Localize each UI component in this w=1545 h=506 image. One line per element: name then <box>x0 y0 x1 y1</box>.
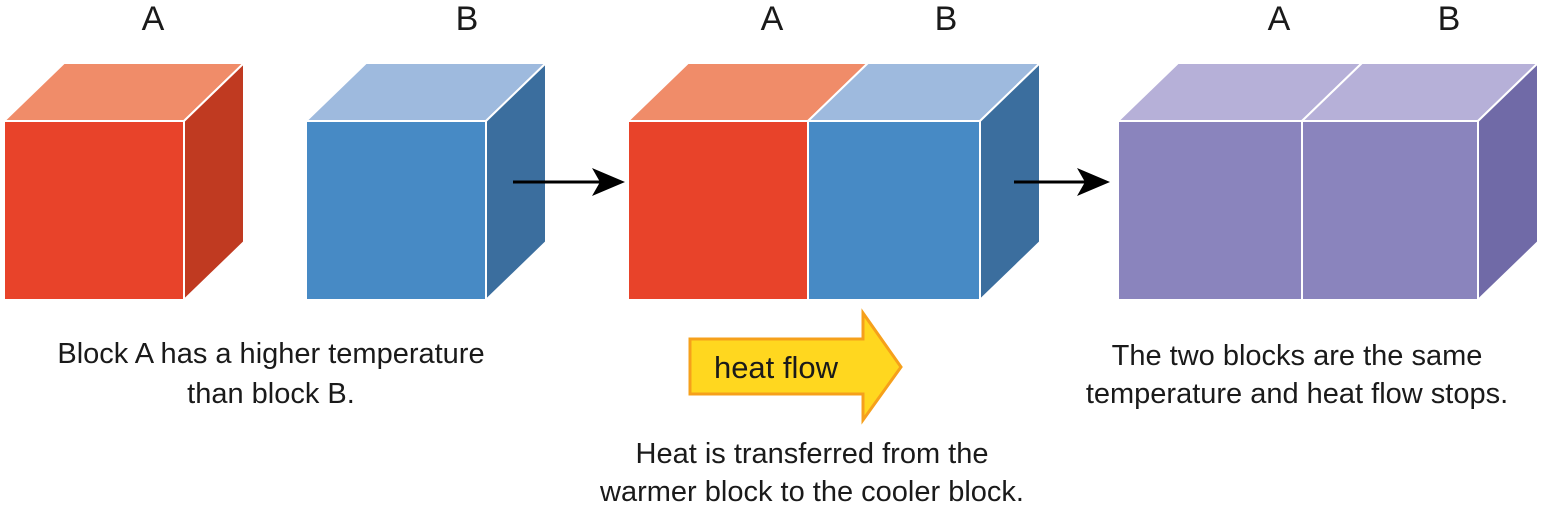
stage3-block-a-label: A <box>1268 0 1291 38</box>
stage1-caption-line1: Block A has a higher temperature <box>57 338 484 370</box>
stage3-block-a-front-face <box>1117 120 1303 301</box>
stage-2-contact-blocks: A B heat flow Heat is transferred from t… <box>599 0 1041 506</box>
heat-flow-label: heat flow <box>714 350 839 385</box>
stage2-block-a-label: A <box>761 0 784 38</box>
transition-arrow-1-head-icon <box>592 168 625 196</box>
stage1-block-a-front-face <box>3 120 185 301</box>
stage2-caption-line2: warmer block to the cooler block. <box>599 476 1024 506</box>
stage3-caption-line1: The two blocks are the same <box>1112 340 1483 372</box>
stage1-block-b-cube <box>305 62 547 301</box>
stage1-block-a-label: A <box>142 0 165 38</box>
stage3-caption-line2: temperature and heat flow stops. <box>1086 378 1508 410</box>
stage2-block-a-front-face <box>627 120 809 301</box>
transition-arrow-1 <box>513 168 625 196</box>
stage-1-separated-blocks: A B Block A has a higher temperature tha… <box>3 0 547 410</box>
stage2-joined-blocks <box>627 62 1041 301</box>
stage3-block-b-front-face <box>1301 120 1479 301</box>
stage1-block-a-cube <box>3 62 245 301</box>
heat-flow-arrow-icon: heat flow <box>688 308 903 425</box>
transition-arrow-2 <box>1014 168 1110 196</box>
stage3-joined-blocks <box>1117 62 1539 301</box>
heat-flow-arrow-shape <box>688 308 903 425</box>
stage2-block-b-label: B <box>935 0 958 38</box>
stage2-caption-line1: Heat is transferred from the <box>636 438 989 470</box>
stage1-caption-line2: than block B. <box>187 378 355 410</box>
stage1-block-b-front-face <box>305 120 487 301</box>
stage-3-equilibrium-blocks: A B The two blocks are the same temperat… <box>1086 0 1539 410</box>
stage2-block-b-front-face <box>807 120 981 301</box>
transition-arrow-2-head-icon <box>1077 168 1110 196</box>
stage1-block-b-label: B <box>456 0 479 38</box>
stage3-block-b-label: B <box>1438 0 1461 38</box>
